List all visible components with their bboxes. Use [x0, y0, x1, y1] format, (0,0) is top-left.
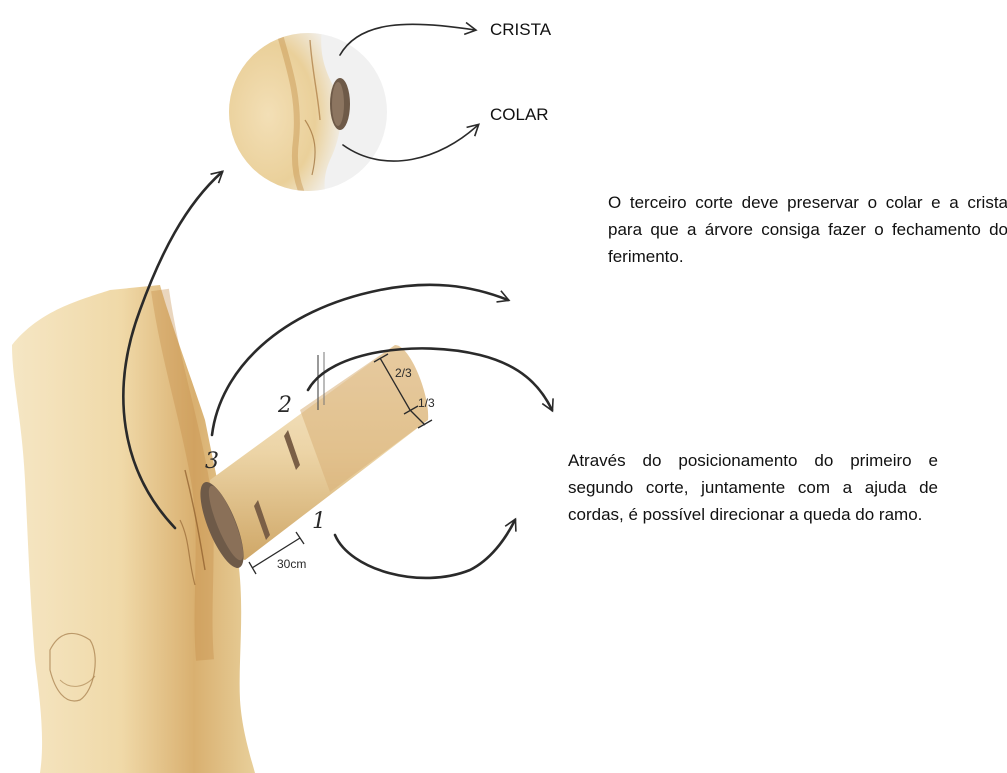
- cut-direction-note: Através do posicionamento do primeiro e …: [568, 447, 938, 528]
- magnified-detail: [229, 30, 387, 200]
- measure-one-third: 1/3: [418, 396, 435, 410]
- colar-label: COLAR: [490, 105, 549, 125]
- third-cut-note: O terceiro corte deve preservar o colar …: [608, 189, 1007, 270]
- measure-two-thirds: 2/3: [395, 366, 412, 380]
- cut-number-3: 3: [205, 449, 219, 474]
- crista-label: CRISTA: [490, 20, 551, 40]
- cut-number-1: 1: [312, 509, 326, 534]
- arrow-crista: [340, 24, 475, 55]
- measure-distance: 30cm: [277, 557, 306, 571]
- arrow-first-cut: [335, 520, 515, 578]
- cut-number-2: 2: [277, 393, 292, 418]
